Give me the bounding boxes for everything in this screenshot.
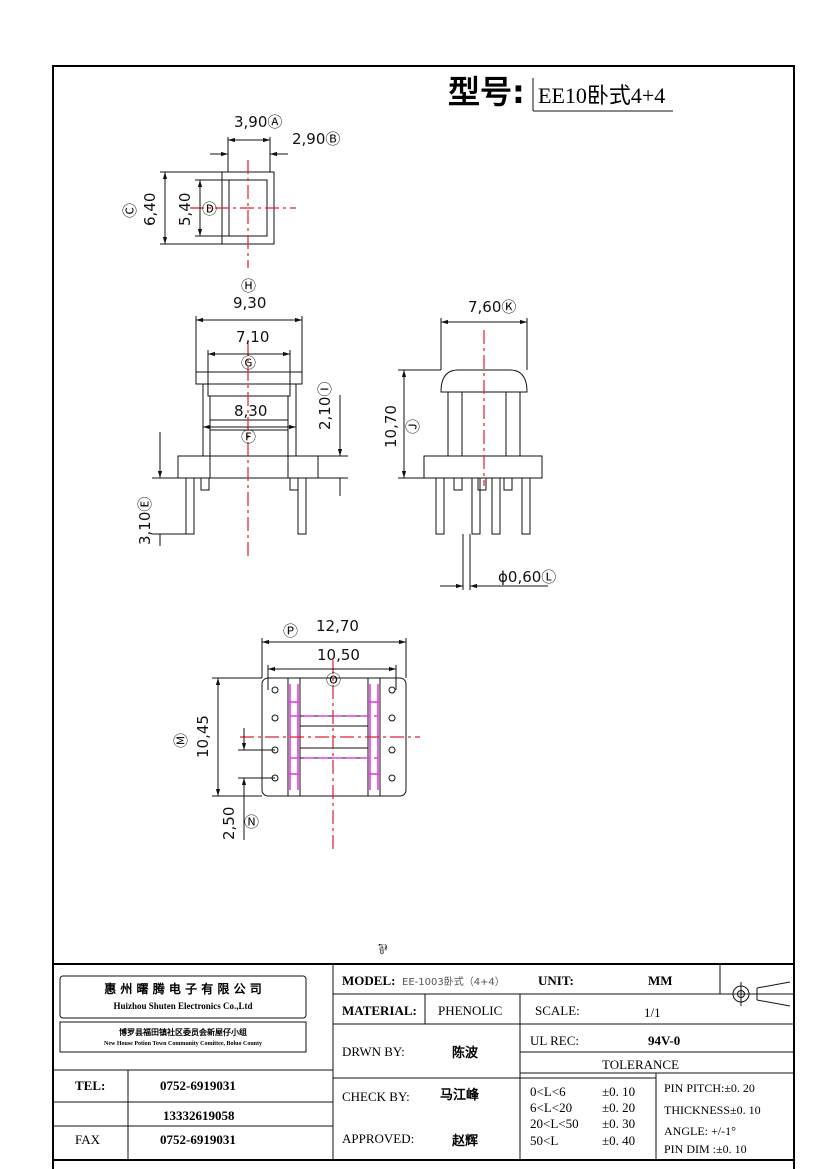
dim-top-height-inner-ref: Ⓓ [202,200,217,218]
sheet-border [52,65,795,1169]
mobile-value: 13332619058 [163,1108,235,1123]
scale-label: SCALE: [535,1003,580,1018]
company-en: Huizhou Shuten Electronics Co.,Ltd [113,1001,252,1011]
model-value: EE10卧式4+4 [538,83,665,108]
address-box [59,1021,307,1053]
dim-side-k: 7,60Ⓚ [468,298,516,316]
ul-value: 94V-0 [648,1033,680,1048]
tol-range-4: 50<L [530,1133,558,1148]
address-cn: 博罗县福田镇社区委员会新屋仔小组 [119,1027,247,1037]
dim-front-f-ref: Ⓕ [241,428,256,446]
angle: ANGLE: +/-1° [664,1124,736,1138]
dim-top-height-outer: 6,40 [141,193,159,226]
dim-bottom-n-ref: Ⓝ [244,813,259,831]
ul-label: UL REC: [530,1033,579,1048]
tol-value-1: ±0. 10 [602,1084,635,1099]
tol-range-1: 0<L<6 [530,1084,566,1099]
approved-value: 赵辉 [451,1133,478,1149]
material-label: MATERIAL: [342,1003,417,1018]
unit-value: MM [648,973,673,988]
dim-bottom-m: 10,45 [194,715,212,758]
drawn-label: DRWN BY: [342,1044,405,1059]
dim-bottom-p: 12,70 [316,617,359,635]
fax-label: FAX [75,1132,101,1147]
tol-range-2: 6<L<20 [530,1100,572,1115]
thickness: THICKNESS±0. 10 [664,1103,761,1117]
dim-top-height-outer-ref: Ⓒ [121,203,139,218]
dim-front-h-ref: Ⓗ [241,277,256,295]
company-cn: 惠 州 曙 腾 电 子 有 限 公 司 [104,981,262,996]
dim-bottom-m-ref: Ⓜ [172,733,190,748]
dim-bottom-o-ref: Ⓞ [326,671,341,689]
dim-side-l: ϕ0,60Ⓛ [498,568,556,586]
address-en: New House Potion Town Community Comittee… [104,1041,262,1047]
company-box [59,975,307,1019]
scale-value: 1/1 [644,1005,661,1020]
dim-top-width-outer: 3,90Ⓐ [234,113,282,131]
tolerance-label: TOLERANCE [602,1057,679,1072]
dim-side-j-ref: Ⓙ [404,419,422,434]
small-mark: ⅌ [378,942,387,958]
tol-value-4: ±0. 40 [602,1133,635,1148]
model-value-tb: EE-1003卧式（4+4） [402,975,505,988]
dim-side-j: 10,70 [382,405,400,448]
bottom-view: Ⓟ 12,70 10,50 Ⓞ Ⓜ 10,45 2,50 Ⓝ [172,617,420,850]
projection-symbol-icon [729,981,791,1007]
material-value: PHENOLIC [438,1003,502,1018]
pin-dim: PIN DIM :±0. 10 [664,1142,747,1156]
dim-front-g: 7,10 [236,328,269,346]
side-view: 7,60Ⓚ 10,70 Ⓙ ϕ0,60Ⓛ [382,298,556,590]
model-label: 型号: [448,73,525,111]
approved-label: APPROVED: [342,1131,414,1146]
check-label: CHECK BY: [342,1089,410,1104]
dim-bottom-p-ref: Ⓟ [283,622,298,640]
tel-label: TEL: [75,1078,105,1093]
top-view: 3,90Ⓐ 2,90Ⓑ 6,40 Ⓒ 5,40 Ⓓ [121,113,340,268]
pin-pitch: PIN PITCH:±0. 20 [664,1081,755,1095]
dim-bottom-n: 2,50 [220,807,238,840]
dim-top-width-inner: 2,90Ⓑ [292,130,340,148]
check-value: 马江峰 [440,1087,480,1103]
dim-front-g-ref: Ⓖ [241,354,256,372]
unit-label: UNIT: [538,973,574,988]
fax-value: 0752-6919031 [160,1132,236,1147]
dim-bottom-o: 10,50 [317,646,360,664]
dim-front-f: 8,30 [234,402,267,420]
front-view: Ⓗ 9,30 7,10 Ⓖ 8,30 Ⓕ 2,10Ⓘ 3,10Ⓔ [136,277,348,560]
dim-front-i: 2,10Ⓘ [316,382,334,430]
drawn-value: 陈波 [452,1045,479,1061]
tol-value-3: ±0. 30 [602,1116,635,1131]
dim-top-height-inner: 5,40 [176,193,194,226]
model-label-tb: MODEL: [342,973,395,988]
tol-value-2: ±0. 20 [602,1100,635,1115]
tol-range-3: 20<L<50 [530,1116,579,1131]
tel-value: 0752-6919031 [160,1078,236,1093]
dim-front-e: 3,10Ⓔ [136,497,154,545]
dim-front-h: 9,30 [233,294,266,312]
title-block: 惠 州 曙 腾 电 子 有 限 公 司 Huizhou Shuten Elect… [53,963,794,1161]
